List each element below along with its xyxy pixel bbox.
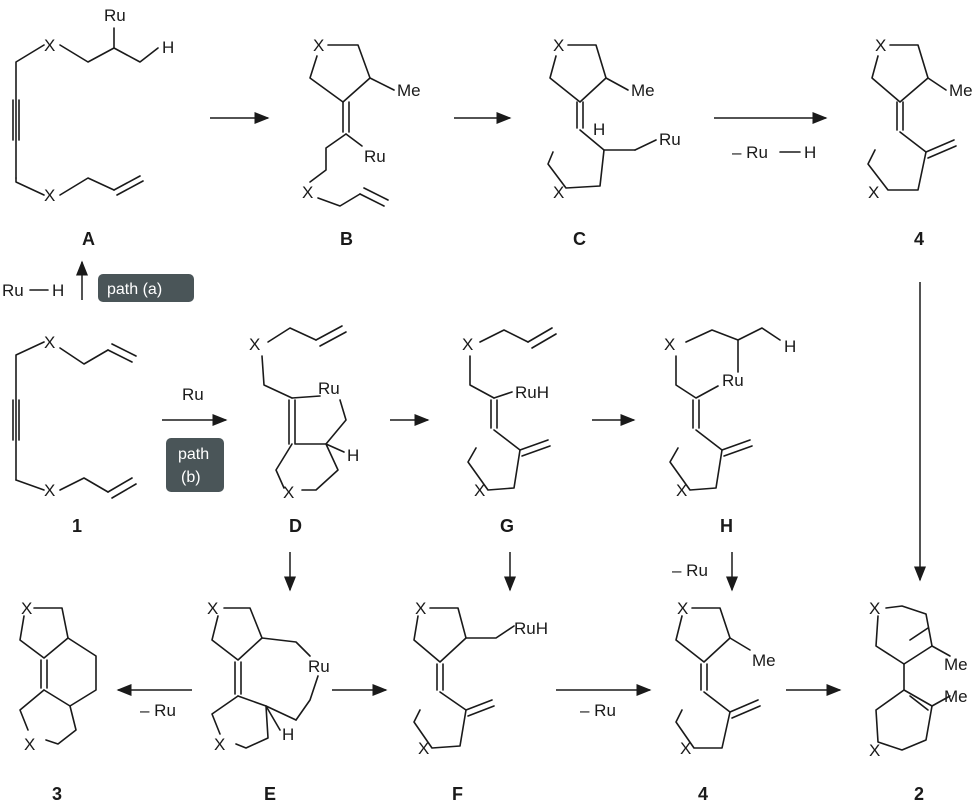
cond-h: H [804,143,816,162]
cond-minus-ru: – Ru [672,561,708,580]
atom-x: X [207,599,218,618]
compound-E: X Ru H X E [207,599,330,804]
compound-label-D: D [289,516,302,536]
path-b-badge: path (b) [166,438,224,492]
atom-h: H [162,38,174,57]
cond-minus-ru: – Ru [140,701,176,720]
atom-me: Me [397,81,421,100]
atom-ru: Ru [659,130,681,149]
atom-x: X [680,739,691,758]
atom-x: X [869,741,880,760]
atom-ru: Ru [318,379,340,398]
compound-label-H: H [720,516,733,536]
atom-me: Me [631,81,655,100]
atom-x: X [676,481,687,500]
atom-x: X [415,599,426,618]
atom-ru: Ru [364,147,386,166]
compound-label-A: A [82,229,95,249]
atom-ruh: RuH [515,383,549,402]
atom-x: X [474,481,485,500]
atom-x: X [868,183,879,202]
path-b-label-line2: (b) [181,469,201,486]
compound-1: X X 1 [12,333,137,536]
atom-x: X [553,36,564,55]
compound-G: X RuH X G [462,327,557,536]
compound-label-4: 4 [914,229,924,249]
compound-label-4: 4 [698,784,708,804]
compound-H: X H Ru X H [664,327,796,536]
compound-A: X Ru H X A [12,6,174,249]
compound-4-bottom: X Me X 4 [675,599,776,804]
compound-label-B: B [340,229,353,249]
atom-x: X [553,183,564,202]
atom-h: H [282,725,294,744]
atom-h: H [593,120,605,139]
compound-label-E: E [264,784,276,804]
cond-minus-ru: – Ru [732,143,768,162]
atom-x: X [44,333,55,352]
compound-2: X Me Me X 2 [869,599,968,804]
atom-x: X [664,335,675,354]
atom-x: X [44,36,55,55]
compound-3: X X 3 [19,599,97,804]
compound-label-1: 1 [72,516,82,536]
atom-x: X [44,481,55,500]
atom-h: H [784,337,796,356]
compound-label-3: 3 [52,784,62,804]
compound-label-F: F [452,784,463,804]
atom-me: Me [949,81,973,100]
compound-C: X Me H Ru X C [547,36,681,249]
cond-ru: Ru [2,281,24,300]
atom-h: H [347,446,359,465]
atom-me: Me [944,655,968,674]
cond-minus-ru: – Ru [580,701,616,720]
atom-x: X [44,186,55,205]
cond-ru: Ru [182,385,204,404]
arrows [76,112,926,696]
path-a-label: path (a) [107,281,162,298]
compound-F: X RuH X F [413,599,548,804]
conditions: – Ru H Ru H Ru – Ru – Ru – Ru [2,143,816,720]
atom-x: X [462,335,473,354]
atom-me: Me [752,651,776,670]
atom-x: X [21,599,32,618]
atom-ru: Ru [104,6,126,25]
atom-x: X [283,483,294,502]
compound-4-top: X Me X 4 [867,36,973,249]
atom-ru: Ru [722,371,744,390]
compound-label-2: 2 [914,784,924,804]
atom-x: X [249,335,260,354]
atom-x: X [875,36,886,55]
atom-x: X [418,739,429,758]
atom-x: X [302,183,313,202]
atom-x: X [313,36,324,55]
path-b-label-line1: path [178,446,209,463]
compound-D: X Ru H X D [249,325,359,536]
atom-x: X [869,599,880,618]
compound-label-C: C [573,229,586,249]
path-a-badge: path (a) [98,274,194,302]
atom-x: X [214,735,225,754]
atom-x: X [677,599,688,618]
compound-label-G: G [500,516,514,536]
cond-h: H [52,281,64,300]
atom-me: Me [944,687,968,706]
atom-ru: Ru [308,657,330,676]
atom-x: X [24,735,35,754]
atom-ruh: RuH [514,619,548,638]
compound-B: X Me Ru X B [302,36,421,249]
